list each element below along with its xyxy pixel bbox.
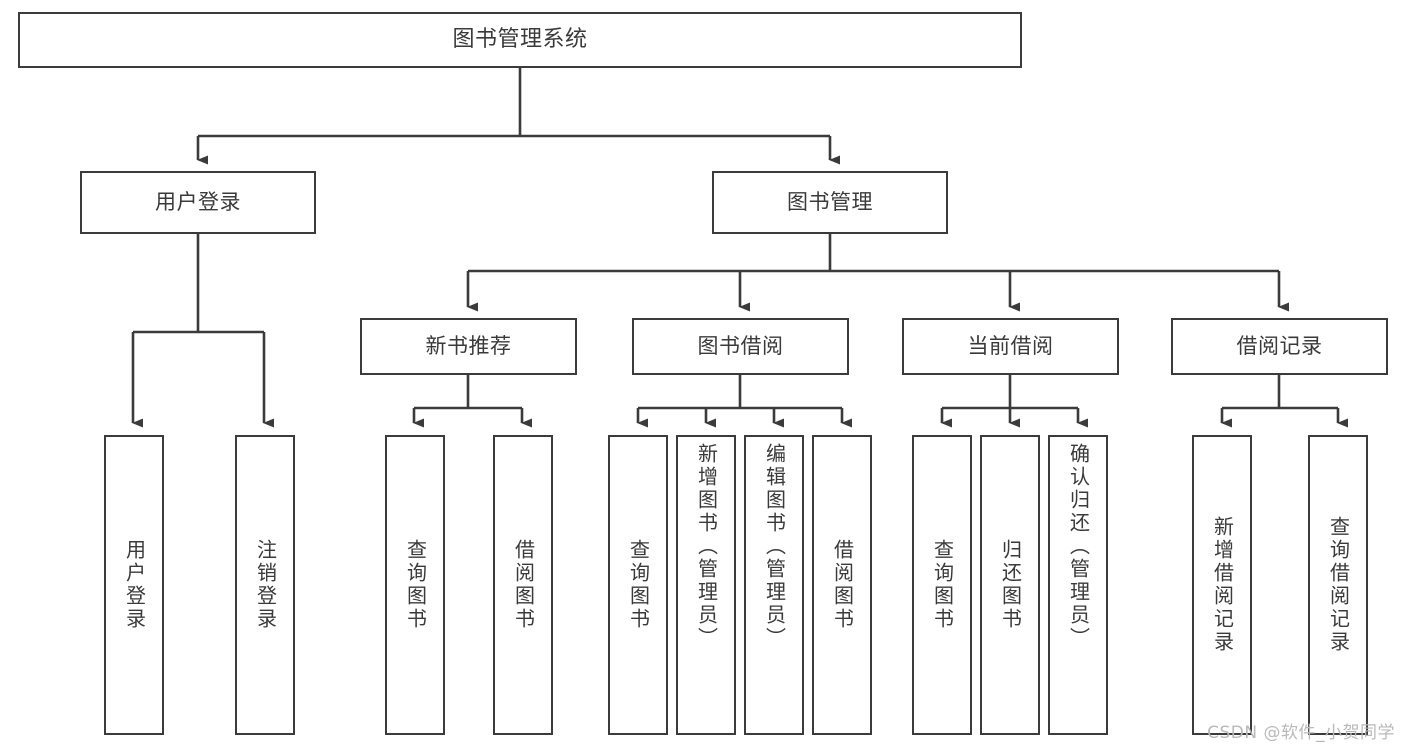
leaf-records-query-record[interactable]: 查询借阅记录	[1308, 435, 1368, 735]
node-label: 借阅记录	[1236, 334, 1323, 359]
leaf-current-query-book[interactable]: 查询图书	[912, 435, 972, 735]
leaf-label: 借阅图书	[511, 539, 536, 631]
leaf-label: 新增图书（管理员）	[694, 443, 719, 650]
leaf-label: 确认归还（管理员）	[1066, 443, 1091, 650]
leaf-user-login[interactable]: 用户登录	[104, 435, 164, 735]
leaf-current-return-book[interactable]: 归还图书	[980, 435, 1040, 735]
node-label: 图书管理系统	[452, 27, 588, 53]
node-root-system[interactable]: 图书管理系统	[18, 12, 1022, 68]
leaf-label: 编辑图书（管理员）	[762, 443, 787, 650]
leaf-borrow-add-book-admin[interactable]: 新增图书（管理员）	[676, 435, 736, 735]
leaf-label: 查询图书	[930, 539, 955, 631]
node-book-borrow[interactable]: 图书借阅	[632, 318, 849, 375]
node-current-borrow[interactable]: 当前借阅	[902, 318, 1119, 375]
leaf-label: 查询借阅记录	[1326, 516, 1351, 654]
node-label: 用户登录	[155, 190, 241, 215]
leaf-label: 用户登录	[122, 539, 147, 631]
node-label: 图书管理	[787, 190, 873, 215]
leaf-borrow-borrow-book[interactable]: 借阅图书	[812, 435, 872, 735]
leaf-current-confirm-return-admin[interactable]: 确认归还（管理员）	[1048, 435, 1108, 735]
leaf-label: 查询图书	[626, 539, 651, 631]
node-borrow-records[interactable]: 借阅记录	[1171, 318, 1388, 375]
leaf-label: 归还图书	[998, 539, 1023, 631]
leaf-recommend-borrow-book[interactable]: 借阅图书	[493, 435, 553, 735]
leaf-records-add-record[interactable]: 新增借阅记录	[1192, 435, 1252, 735]
node-label: 图书借阅	[697, 334, 784, 359]
leaf-borrow-query-book[interactable]: 查询图书	[608, 435, 668, 735]
node-label: 当前借阅	[967, 334, 1054, 359]
leaf-label: 查询图书	[403, 539, 428, 631]
node-label: 新书推荐	[425, 334, 512, 359]
leaf-recommend-query-book[interactable]: 查询图书	[385, 435, 445, 735]
leaf-label: 新增借阅记录	[1210, 516, 1235, 654]
leaf-label: 注销登录	[253, 539, 278, 631]
node-user-login[interactable]: 用户登录	[80, 171, 316, 234]
leaf-label: 借阅图书	[830, 539, 855, 631]
leaf-borrow-edit-book-admin[interactable]: 编辑图书（管理员）	[744, 435, 804, 735]
node-new-book-recommend[interactable]: 新书推荐	[360, 318, 577, 375]
node-book-management[interactable]: 图书管理	[712, 171, 948, 234]
leaf-user-logout[interactable]: 注销登录	[235, 435, 295, 735]
